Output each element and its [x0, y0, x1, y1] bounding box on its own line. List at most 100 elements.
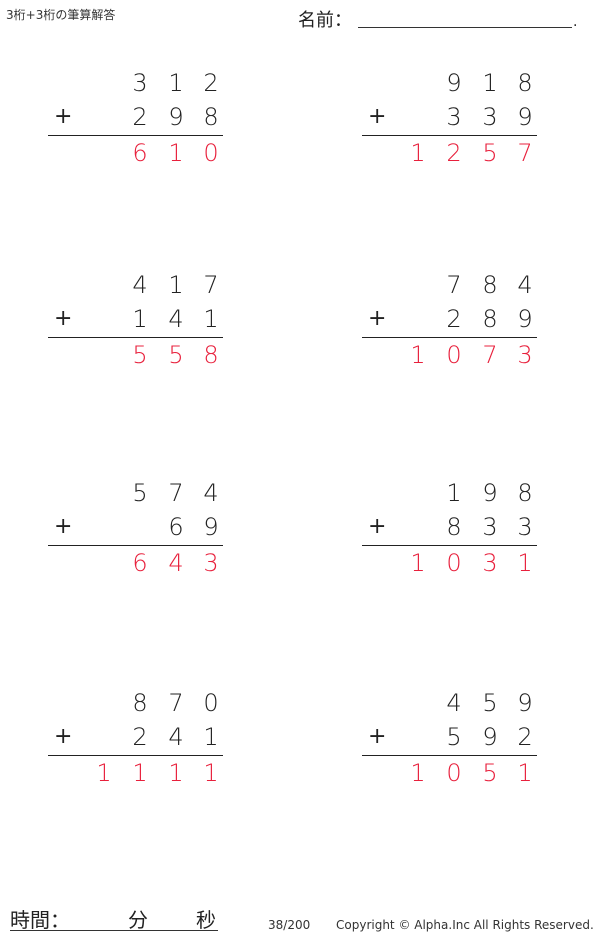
- top-operand-digit: 8: [132, 689, 148, 717]
- plus-sign: +: [54, 104, 73, 129]
- answer-digit: 1: [410, 139, 426, 167]
- answer-digit: 1: [517, 759, 533, 787]
- plus-sign: +: [54, 306, 73, 331]
- answer-digit: 1: [132, 759, 148, 787]
- top-operand-digit: 7: [446, 271, 462, 299]
- top-operand-digit: 1: [446, 479, 462, 507]
- answer-digit: 1: [410, 341, 426, 369]
- bottom-operand-digit: 9: [517, 305, 533, 333]
- top-operand-digit: 1: [168, 271, 184, 299]
- answer-digit: 0: [446, 549, 462, 577]
- bottom-operand-digit: 3: [482, 513, 498, 541]
- bottom-operand-digit: 9: [482, 723, 498, 751]
- top-operand-digit: 4: [517, 271, 533, 299]
- sum-line: [362, 755, 537, 756]
- top-operand-digit: 9: [517, 689, 533, 717]
- answer-digit: 6: [132, 549, 148, 577]
- bottom-operand-digit: 2: [132, 723, 148, 751]
- plus-sign: +: [368, 104, 387, 129]
- bottom-operand-digit: 2: [446, 305, 462, 333]
- answer-digit: 3: [203, 549, 219, 577]
- top-operand-digit: 1: [168, 69, 184, 97]
- name-line-dot: .: [573, 14, 578, 30]
- top-operand-digit: 0: [203, 689, 219, 717]
- answer-digit: 3: [482, 549, 498, 577]
- bottom-operand-digit: 8: [203, 103, 219, 131]
- answer-digit: 3: [517, 341, 533, 369]
- answer-digit: 2: [446, 139, 462, 167]
- top-operand-digit: 9: [482, 479, 498, 507]
- answer-digit: 0: [446, 759, 462, 787]
- bottom-operand-digit: 8: [482, 305, 498, 333]
- answer-digit: 5: [132, 341, 148, 369]
- sum-line: [48, 135, 223, 136]
- sum-line: [48, 755, 223, 756]
- top-operand-digit: 4: [446, 689, 462, 717]
- copyright: Copyright © Alpha.Inc All Rights Reserve…: [336, 918, 594, 932]
- answer-digit: 7: [517, 139, 533, 167]
- top-operand-digit: 8: [482, 271, 498, 299]
- top-operand-digit: 4: [132, 271, 148, 299]
- name-label: 名前：: [298, 10, 352, 31]
- sum-line: [48, 337, 223, 338]
- answer-digit: 1: [168, 139, 184, 167]
- answer-digit: 0: [446, 341, 462, 369]
- sum-line: [362, 545, 537, 546]
- answer-digit: 0: [203, 139, 219, 167]
- answer-digit: 6: [132, 139, 148, 167]
- bottom-operand-digit: 9: [517, 103, 533, 131]
- answer-digit: 1: [203, 759, 219, 787]
- top-operand-digit: 7: [203, 271, 219, 299]
- top-operand-digit: 8: [517, 69, 533, 97]
- bottom-operand-digit: 2: [517, 723, 533, 751]
- answer-digit: 1: [96, 759, 112, 787]
- answer-digit: 1: [517, 549, 533, 577]
- bottom-operand-digit: 5: [446, 723, 462, 751]
- answer-digit: 5: [482, 759, 498, 787]
- bottom-operand-digit: 1: [203, 723, 219, 751]
- bottom-operand-digit: 8: [446, 513, 462, 541]
- top-operand-digit: 1: [482, 69, 498, 97]
- bottom-operand-digit: 9: [203, 513, 219, 541]
- answer-digit: 1: [168, 759, 184, 787]
- plus-sign: +: [54, 514, 73, 539]
- top-operand-digit: 8: [517, 479, 533, 507]
- top-operand-digit: 5: [132, 479, 148, 507]
- answer-digit: 7: [482, 341, 498, 369]
- top-operand-digit: 5: [482, 689, 498, 717]
- bottom-operand-digit: 1: [203, 305, 219, 333]
- bottom-operand-digit: 4: [168, 305, 184, 333]
- seconds-label: 秒: [196, 908, 216, 932]
- bottom-operand-digit: 3: [446, 103, 462, 131]
- answer-digit: 1: [410, 759, 426, 787]
- bottom-operand-digit: 1: [132, 305, 148, 333]
- answer-digit: 4: [168, 549, 184, 577]
- plus-sign: +: [368, 514, 387, 539]
- top-operand-digit: 3: [132, 69, 148, 97]
